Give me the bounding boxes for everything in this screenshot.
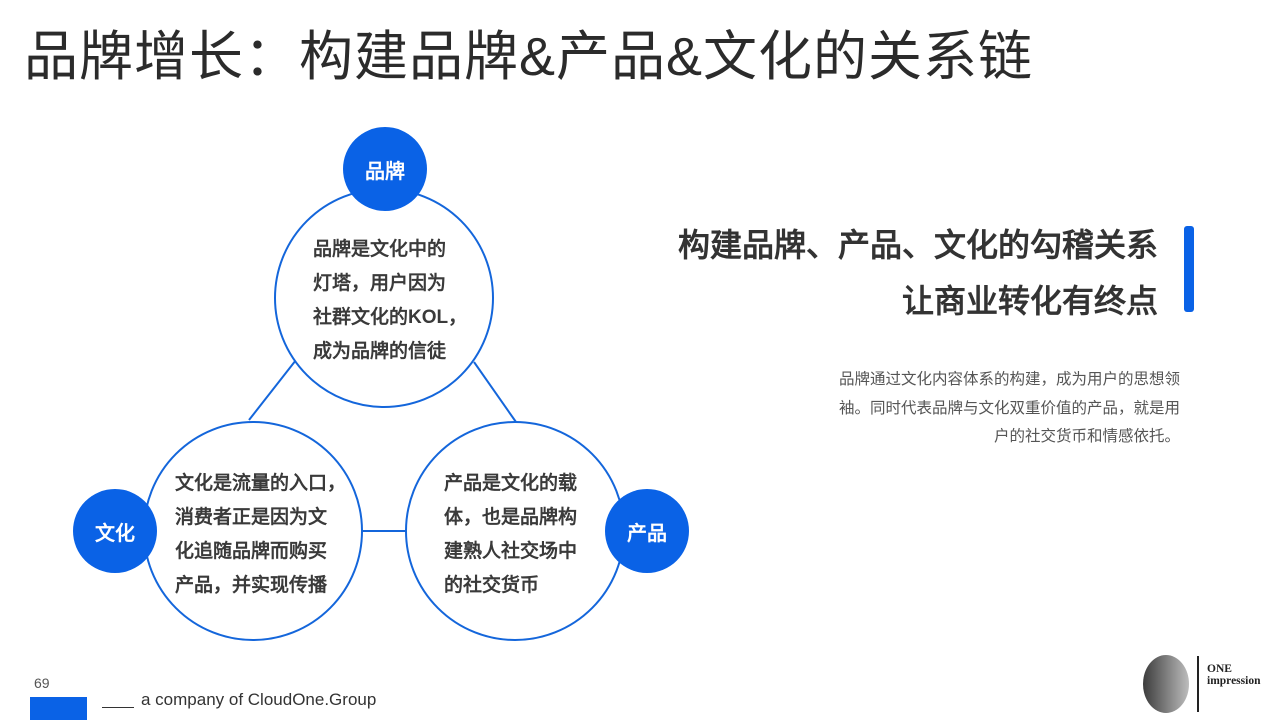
product-node-label: 产品 xyxy=(605,489,689,573)
brand-node-label: 品牌 xyxy=(343,127,427,211)
culture-description: 文化是流量的入口， 消费者正是因为文 化追随品牌而购买 产品，并实现传播 xyxy=(175,467,346,603)
footer-blue-block xyxy=(30,697,87,720)
brand-line-1: 品牌是文化中的 xyxy=(313,239,447,260)
aside-heading-line-2: 让商业转化有终点 xyxy=(901,283,1158,319)
product-line-2: 体，也是品牌构 xyxy=(444,507,578,528)
one-impression-logo-icon xyxy=(1143,655,1199,713)
accent-bar xyxy=(1184,226,1194,312)
brand-line-4: 成为品牌的信徒 xyxy=(313,341,447,362)
aside-description: 品牌通过文化内容体系的构建，成为用户的思想领袖。同时代表品牌与文化双重价值的产品… xyxy=(838,371,1180,445)
page-number: 69 xyxy=(34,675,50,691)
culture-line-1: 文化是流量的入口， xyxy=(175,473,347,494)
connector-brand-product xyxy=(473,361,517,423)
slide-title: 品牌增长：构建品牌&产品&文化的关系链 xyxy=(24,27,1034,87)
culture-line-3: 化追随品牌而购买 xyxy=(175,541,328,562)
product-line-3: 建熟人社交场中 xyxy=(444,541,578,562)
culture-node-label: 文化 xyxy=(73,489,157,573)
product-description: 产品是文化的载 体，也是品牌构 建熟人社交场中 的社交货币 xyxy=(444,467,577,603)
culture-line-4: 产品，并实现传播 xyxy=(175,575,328,596)
aside-heading-line-1: 构建品牌、产品、文化的勾稽关系 xyxy=(677,227,1158,263)
product-line-1: 产品是文化的载 xyxy=(444,473,578,494)
brand-line-3: 社群文化的KOL， xyxy=(313,307,468,328)
logo-text: ONE impression xyxy=(1207,663,1260,687)
brand-line-2: 灯塔，用户因为 xyxy=(313,273,447,294)
culture-line-2: 消费者正是因为文 xyxy=(175,507,328,528)
logo-line-2: impression xyxy=(1207,675,1261,687)
connector-brand-culture xyxy=(248,359,297,421)
footer-rule xyxy=(102,707,134,708)
logo-line-1: ONE xyxy=(1207,663,1232,675)
footer-company: a company of CloudOne.Group xyxy=(141,690,377,709)
connector-lines xyxy=(248,359,517,532)
product-line-4: 的社交货币 xyxy=(444,575,540,596)
brand-description: 品牌是文化中的 灯塔，用户因为 社群文化的KOL， 成为品牌的信徒 xyxy=(313,233,467,369)
